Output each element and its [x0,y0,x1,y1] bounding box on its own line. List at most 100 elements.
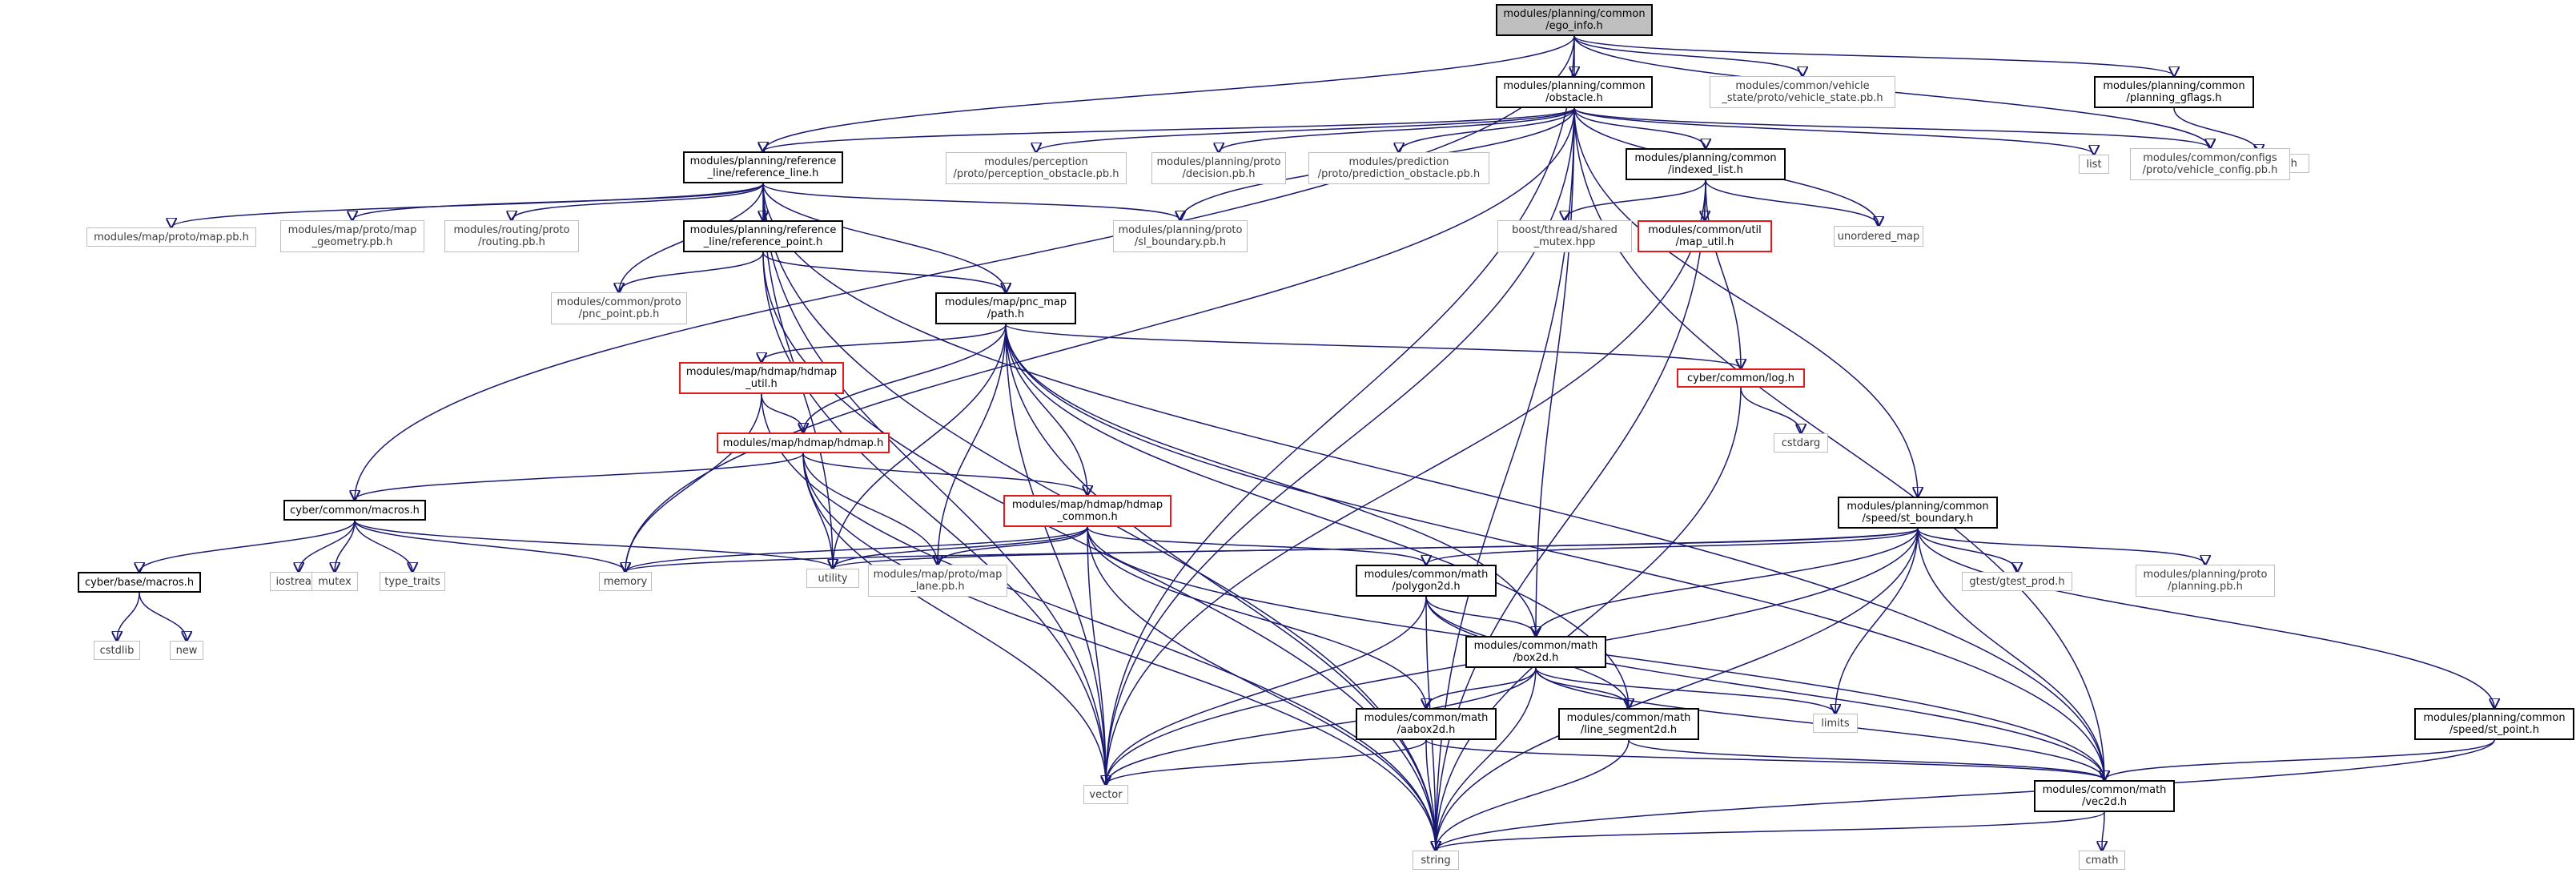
edge-path-to-string [1005,324,1436,851]
node-map-util[interactable]: modules/common/util /map_util.h [1638,220,1772,252]
edge-vec2d-to-string [1436,811,2105,851]
node-planning-pb[interactable]: modules/planning/proto /planning.pb.h [2136,565,2275,597]
node-map-geom[interactable]: modules/map/proto/map _geometry.pb.h [280,220,424,252]
node-cstdlib[interactable]: cstdlib [94,641,140,660]
edge-obstacle-to-st-boundary [1573,107,1918,497]
node-string[interactable]: string [1413,851,1459,870]
node-aabox[interactable]: modules/common/math /aabox2d.h [1356,708,1497,740]
node-hdmap-util[interactable]: modules/map/hdmap/hdmap _util.h [679,362,844,394]
node-line-seg[interactable]: modules/common/math /line_segment2d.h [1558,708,1699,740]
node-iostream[interactable]: iostream [270,572,328,591]
node-st-boundary[interactable]: modules/planning/common /speed/st_bounda… [1838,497,1998,529]
edge-obstacle-to-vec2d [1573,107,2104,780]
node-base-macros[interactable]: cyber/base/macros.h [78,572,201,593]
edge-st-point-to-string [1436,739,2495,851]
node-limits[interactable]: limits [1813,714,1858,733]
edge-log-to-cstdarg [1740,387,1801,433]
node-gflags-pl[interactable]: modules/planning/common /planning_gflags… [2094,76,2254,108]
node-sl-boundary[interactable]: modules/planning/proto /sl_boundary.pb.h [1113,220,1248,252]
node-list[interactable]: list [2079,155,2109,174]
node-utility[interactable]: utility [806,569,859,588]
edge-obstacle-to-box2d [1536,107,1575,636]
edge-refline-to-map-geom [352,183,764,220]
node-obstacle[interactable]: modules/planning/common /obstacle.h [1496,76,1653,108]
edge-macros-to-iostream [299,520,356,572]
node-path[interactable]: modules/map/pnc_map /path.h [935,292,1076,324]
node-gtest[interactable]: gtest/gtest_prod.h [1962,572,2072,591]
edge-ego-to-refline [763,35,1575,151]
edge-macros-to-type-traits [354,520,412,572]
edge-st-point-to-vec2d [2104,739,2495,780]
node-hdmap[interactable]: modules/map/hdmap/hdmap.h [717,432,890,453]
node-ego[interactable]: modules/planning/common /ego_info.h [1496,4,1653,36]
edge-hdmap-to-macros [355,453,804,500]
edge-hdmap-util-to-string [761,393,1436,851]
node-vehicle-state[interactable]: modules/common/vehicle _state/proto/vehi… [1710,76,1895,108]
node-pnc-point[interactable]: modules/common/proto /pnc_point.pb.h [551,292,687,324]
node-macros[interactable]: cyber/common/macros.h [283,500,426,521]
node-st-point[interactable]: modules/planning/common /speed/st_point.… [2414,708,2574,740]
node-log[interactable]: cyber/common/log.h [1677,368,1805,388]
edge-log-to-string [1436,387,1742,851]
node-vec2d[interactable]: modules/common/math /vec2d.h [2034,780,2175,812]
edge-hdmap-to-vector [802,453,1106,785]
node-memory[interactable]: memory [599,572,652,591]
node-decision[interactable]: modules/planning/proto /decision.pb.h [1151,152,1286,184]
edge-obstacle-to-list [1573,107,2094,155]
edge-indexed-list-to-vector [1106,179,1706,785]
edge-refline-to-routing [512,183,764,220]
edge-ego-to-vector [1106,35,1575,785]
edge-gflags-pl-to-gflags [2173,107,2259,154]
edge-ref-point-to-vector [762,251,1106,785]
node-lane-pb[interactable]: modules/map/proto/map _lane.pb.h [868,565,1007,597]
edge-obstacle-to-refline [763,107,1575,151]
node-type-traits[interactable]: type_traits [380,572,445,591]
node-perc-obs[interactable]: modules/perception /proto/perception_obs… [946,152,1127,184]
edge-obstacle-to-pred-obs [1399,107,1575,152]
node-unordered-map[interactable]: unordered_map [1834,226,1923,247]
edge-polygon-to-vec2d [1425,596,2104,780]
node-routing[interactable]: modules/routing/proto /routing.pb.h [444,220,579,252]
node-pred-obs[interactable]: modules/prediction /proto/prediction_obs… [1308,152,1489,184]
node-ref-point[interactable]: modules/planning/reference _line/referen… [683,220,843,252]
edge-polygon-to-vector [1106,596,1427,785]
edge-hdmap-common-to-string [1087,526,1436,851]
edge-obstacle-to-memory [625,107,1575,572]
node-hdmap-common[interactable]: modules/map/hdmap/hdmap _common.h [1003,495,1171,527]
edge-hdmap-to-string [802,453,1436,851]
node-new[interactable]: new [170,641,203,660]
node-map-pb[interactable]: modules/map/proto/map.pb.h [86,227,256,247]
edge-indexed-list-to-log [1705,179,1741,368]
edge-st-boundary-to-st-point [1917,528,2494,708]
node-box2d[interactable]: modules/common/math /box2d.h [1465,636,1606,668]
node-vector[interactable]: vector [1083,785,1128,804]
edge-hdmap-common-to-aabox [1087,526,1426,708]
edge-st-boundary-to-box2d [1536,528,1919,636]
edge-hdmap-common-to-memory [625,526,1088,572]
edge-line-seg-to-string [1436,739,1630,851]
edge-refline-to-vector [762,183,1106,785]
edge-hdmap-util-to-memory [625,393,762,572]
edge-obstacle-to-vector [1106,107,1575,785]
node-shared-mutex[interactable]: boost/thread/shared _mutex.hpp [1497,220,1632,252]
edge-ego-to-macros [355,35,1575,500]
edge-obstacle-to-vehicle-config [1573,107,2210,148]
edge-aabox-to-vec2d [1425,739,2104,780]
edge-obstacle-to-decision [1219,107,1575,152]
edge-obstacle-to-perc-obs [1036,107,1575,152]
node-vehicle-config[interactable]: modules/common/configs /proto/vehicle_co… [2130,148,2290,180]
edge-refline-to-vec2d [762,183,2104,780]
edge-macros-to-memory [354,520,625,572]
edge-hdmap-util-to-hdmap [761,393,803,432]
node-refline[interactable]: modules/planning/reference _line/referen… [683,151,843,183]
node-mutex[interactable]: mutex [311,572,358,591]
node-cmath[interactable]: cmath [2079,851,2125,870]
edge-refline-to-sl-boundary [762,183,1180,220]
edge-base-macros-to-new [139,592,187,641]
node-indexed-list[interactable]: modules/planning/common /indexed_list.h [1626,148,1786,180]
node-cstdarg[interactable]: cstdarg [1774,433,1828,453]
edge-aabox-to-vector [1106,739,1427,785]
node-polygon[interactable]: modules/common/math /polygon2d.h [1356,565,1497,597]
edge-path-to-box2d [1005,324,1536,636]
